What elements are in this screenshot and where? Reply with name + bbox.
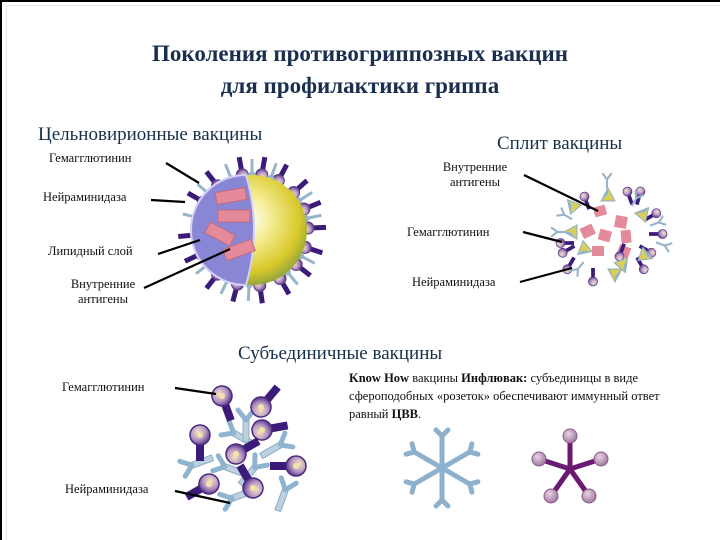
slide-title: Поколения противогриппозных вакцин для п…: [100, 38, 620, 102]
label-line: антигены: [78, 292, 128, 306]
label-split-hemagglutinin: Гемагглютинин: [407, 225, 490, 239]
brand-know-how: Know How: [349, 371, 410, 385]
heading-subunit: Субъединичные вакцины: [238, 343, 443, 364]
desc-text-3: .: [418, 407, 422, 421]
label-subunit-neuraminidase: Нейраминидаза: [65, 482, 149, 496]
inner-guide-top: [6, 5, 720, 6]
neuraminidase-rosette: [403, 427, 481, 509]
subunit-illustration: [180, 379, 307, 514]
inner-guide-left: [6, 5, 7, 540]
subunit-pointers: [174, 386, 231, 505]
heading-whole-virion: Цельновирионные вакцины: [38, 124, 263, 145]
split-pointers: [519, 174, 599, 284]
internal-antigens: [204, 186, 256, 262]
frame-border-top: [0, 0, 720, 2]
brand-influvac: Инфлювак:: [461, 371, 528, 385]
label-split-neuraminidase: Нейраминидаза: [412, 275, 496, 289]
whole-virion-illustration: [177, 155, 327, 305]
frame-border-left: [0, 0, 2, 540]
label-whole-lipid-layer: Липидный слой: [48, 244, 133, 258]
label-line: антигены: [450, 175, 500, 189]
hemagglutinin-rosette: [531, 428, 609, 504]
whole-virion-pointers: [143, 162, 231, 290]
label-line: Внутренние: [442, 160, 508, 174]
subunit-description: Know How вакцины Инфлювак: субъединицы в…: [349, 369, 694, 423]
desc-text-1: вакцины: [409, 371, 462, 385]
desc-text-2: субъединицы в виде сфероподобных «розето…: [349, 371, 660, 421]
label-split-internal-antigens: Внутренние антигены: [430, 160, 520, 190]
label-whole-neuraminidase: Нейраминидаза: [43, 190, 127, 204]
split-virion-illustration: [550, 172, 673, 287]
brand-cvv: ЦВВ: [391, 407, 419, 421]
label-whole-hemagglutinin: Гемагглютинин: [49, 151, 132, 165]
slide-title-line-2: для профилактики гриппа: [220, 73, 500, 98]
slide-title-line-1: Поколения противогриппозных вакцин: [151, 41, 569, 66]
label-line: Внутренние: [70, 277, 136, 291]
label-subunit-hemagglutinin: Гемагглютинин: [62, 380, 145, 394]
heading-split: Сплит вакцины: [497, 133, 623, 154]
label-whole-internal-antigens: Внутренние антигены: [58, 277, 148, 307]
